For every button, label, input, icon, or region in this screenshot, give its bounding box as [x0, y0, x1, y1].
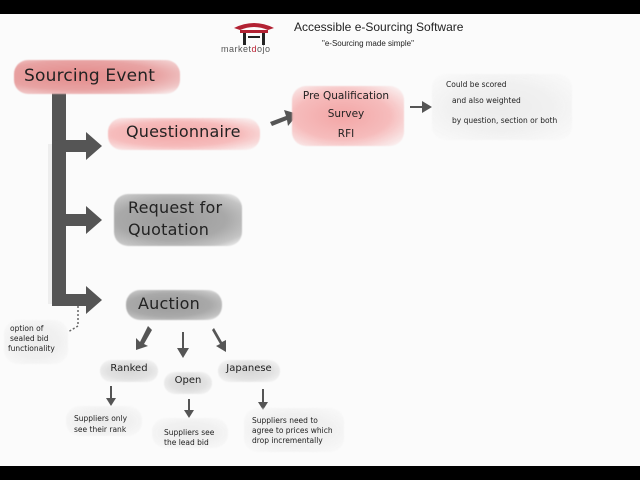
scoring-note-line3: by question, section or both — [452, 116, 558, 125]
arrow-to-ranked-note — [106, 386, 116, 406]
ranked-label: Ranked — [110, 363, 148, 374]
open-note-line2: the lead bid — [164, 438, 209, 447]
auction-bg — [126, 290, 222, 320]
page-tagline: "e-Sourcing made simple" — [322, 39, 414, 48]
open-bg — [164, 372, 212, 394]
ranked-note-bg — [66, 406, 142, 436]
prequal-line2: Survey — [327, 108, 365, 120]
ranked-note-line1: Suppliers only — [74, 414, 128, 423]
sealed-bid-line1: option of — [10, 324, 44, 333]
sealed-bid-note-bg — [4, 320, 68, 364]
rfq-line1: Request for — [128, 198, 223, 217]
page-title: Accessible e-Sourcing Software — [294, 20, 464, 34]
open-label: Open — [174, 375, 202, 386]
arrow-to-japanese — [212, 328, 226, 352]
japanese-note-line2: agree to prices which — [252, 426, 333, 435]
arrow-to-ranked — [136, 326, 152, 350]
scoring-note-bg — [432, 74, 572, 140]
open-note-bg — [152, 418, 228, 448]
open-note-line1: Suppliers see — [164, 428, 215, 437]
ranked-note-line2: see their rank — [74, 425, 127, 434]
arrow-to-japanese-note — [258, 389, 268, 410]
arrow-to-questionnaire — [52, 114, 102, 160]
auction-label: Auction — [138, 294, 200, 313]
rfq-bg — [114, 194, 242, 246]
trunk-line — [52, 92, 66, 302]
prequal-line3: RFI — [337, 128, 355, 140]
arrow-to-rfq — [52, 199, 102, 234]
arrow-to-open-note — [184, 399, 194, 418]
sealed-bid-line2: sealed bid — [10, 334, 49, 343]
questionnaire-bg — [108, 118, 260, 150]
prequal-bg — [292, 86, 404, 146]
sealed-bid-connector — [67, 306, 79, 333]
logo-text: marketdojo — [221, 44, 271, 54]
sealed-bid-line3: functionality — [8, 344, 55, 353]
pagoda-icon — [234, 23, 274, 45]
japanese-note-line3: drop incrementally — [252, 436, 323, 445]
rfq-line2: Quotation — [128, 220, 210, 239]
sourcing-event-bg — [14, 60, 180, 94]
japanese-note-line1: Suppliers need to — [252, 416, 318, 425]
scoring-note-line2: and also weighted — [452, 96, 521, 105]
arrow-to-scoring-note — [410, 101, 432, 113]
prequal-line1: Pre Qualification — [302, 90, 390, 102]
arrow-to-auction — [52, 284, 102, 314]
japanese-bg — [218, 360, 280, 382]
connectors — [48, 92, 432, 418]
japanese-label: Japanese — [226, 363, 272, 374]
arrow-to-prequal — [270, 110, 298, 126]
arrow-to-open — [177, 332, 189, 358]
diagram-canvas: marketdojo Accessible e-Sourcing Softwar… — [0, 14, 640, 466]
sourcing-event-label: Sourcing Event — [24, 66, 156, 86]
questionnaire-label: Questionnaire — [126, 122, 241, 141]
japanese-note-bg — [244, 408, 344, 452]
ranked-bg — [100, 360, 158, 382]
scoring-note-line1: Could be scored — [446, 80, 507, 89]
